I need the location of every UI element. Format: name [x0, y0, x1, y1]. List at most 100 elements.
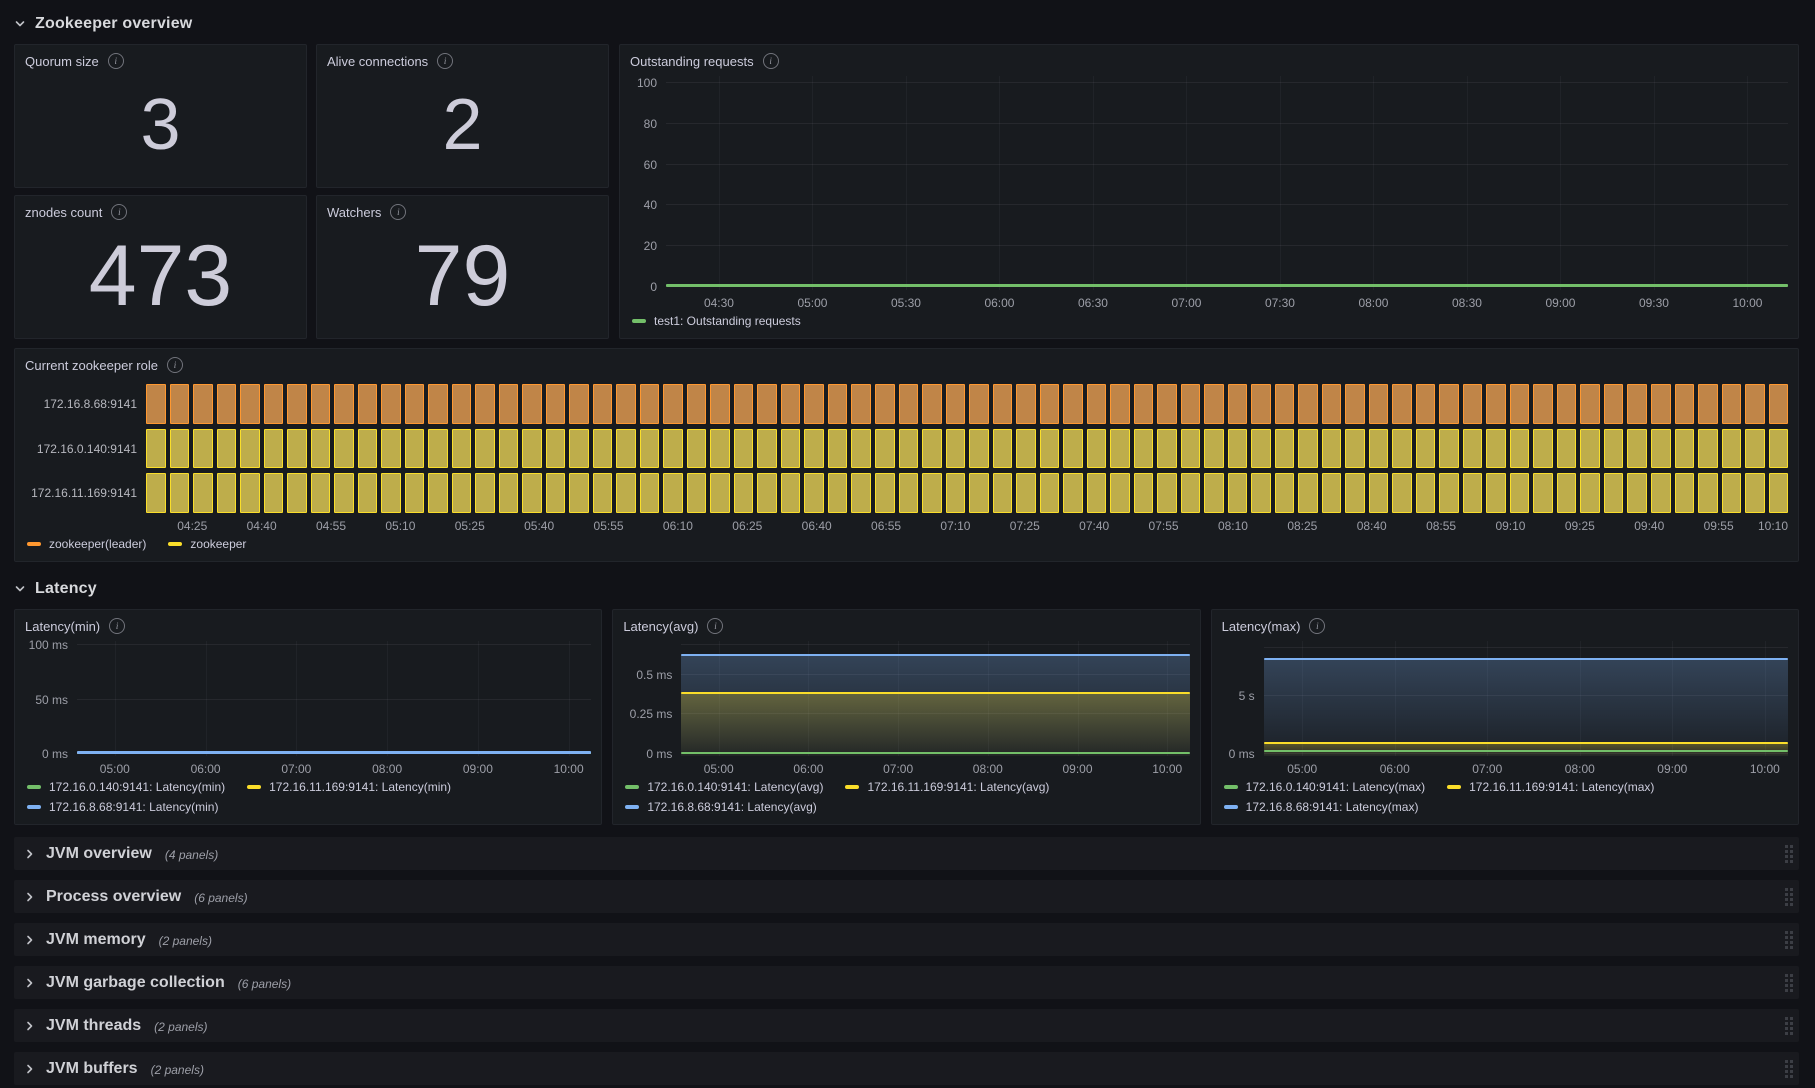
info-icon[interactable]: i: [109, 618, 126, 634]
state-bar: [1509, 428, 1530, 469]
state-bar: [945, 384, 966, 424]
row-header-latency[interactable]: Latency: [14, 577, 1799, 601]
x-tick-label: 06:00: [190, 762, 221, 776]
chart-plot-area[interactable]: [666, 76, 1788, 290]
legend-item[interactable]: 172.16.8.68:9141: Latency(max): [1223, 800, 1418, 814]
state-bar: [169, 384, 190, 424]
state-bar: [381, 428, 401, 469]
chart-plot-area[interactable]: [1263, 641, 1788, 756]
timeline-row-bars[interactable]: [146, 384, 1789, 424]
info-icon[interactable]: i: [166, 357, 183, 373]
state-bar: [945, 428, 966, 469]
legend-item[interactable]: 172.16.0.140:9141: Latency(min): [27, 780, 225, 794]
state-bar: [287, 473, 307, 514]
legend-item[interactable]: zookeeper: [168, 537, 246, 551]
info-icon[interactable]: i: [707, 618, 724, 634]
timeline-row-bars[interactable]: [146, 473, 1789, 514]
x-tick-label: 09:40: [1634, 519, 1665, 533]
panel-header[interactable]: Latency(max) i: [1212, 610, 1798, 637]
row-header-jvm-threads[interactable]: JVM threads (2 panels): [14, 1009, 1799, 1042]
panel-header[interactable]: Alive connections i: [317, 45, 608, 72]
state-bar: [1651, 473, 1671, 514]
row-header-process-overview[interactable]: Process overview (6 panels): [14, 880, 1799, 913]
panel-header[interactable]: Outstanding requests i: [620, 45, 1798, 72]
gridline-vertical: [1092, 76, 1094, 290]
x-tick-label: 05:00: [703, 762, 734, 776]
state-bar: [1227, 428, 1248, 469]
panel-znodes-count: znodes count i 473: [14, 195, 307, 339]
info-icon[interactable]: i: [437, 53, 454, 69]
state-bar: [757, 428, 777, 469]
chart-plot-area[interactable]: [681, 641, 1190, 756]
info-icon[interactable]: i: [1309, 618, 1326, 634]
row-panel-count: (2 panels): [154, 1019, 208, 1034]
x-tick-label: 09:55: [1703, 519, 1734, 533]
stat-value: 473: [88, 227, 233, 324]
row-title: Process overview: [46, 887, 182, 905]
x-tick-label: 09:10: [1495, 519, 1526, 533]
row-header-zookeeper-overview[interactable]: Zookeeper overview: [14, 12, 1799, 36]
legend-label: 172.16.11.169:9141: Latency(max): [1469, 780, 1655, 794]
drag-handle-icon[interactable]: [1785, 930, 1793, 949]
drag-handle-icon[interactable]: [1785, 973, 1793, 992]
state-bar: [1509, 384, 1530, 424]
state-bar: [1110, 384, 1130, 424]
state-bar: [428, 428, 448, 469]
legend-item[interactable]: zookeeper(leader): [27, 537, 146, 551]
legend-item[interactable]: 172.16.8.68:9141: Latency(min): [27, 800, 218, 814]
info-icon[interactable]: i: [107, 53, 124, 69]
drag-handle-icon[interactable]: [1785, 844, 1793, 863]
row-header-jvm-overview[interactable]: JVM overview (4 panels): [14, 837, 1799, 870]
legend-item[interactable]: 172.16.11.169:9141: Latency(max): [1447, 780, 1654, 794]
state-bar: [569, 473, 589, 514]
state-bar: [592, 473, 613, 514]
panel-header[interactable]: znodes count i: [15, 196, 306, 223]
panel-header[interactable]: Quorum size i: [15, 45, 306, 72]
legend-item[interactable]: test1: Outstanding requests: [632, 314, 801, 328]
legend-label: 172.16.11.169:9141: Latency(min): [269, 780, 452, 794]
info-icon[interactable]: i: [762, 53, 779, 69]
legend-item[interactable]: 172.16.0.140:9141: Latency(max): [1223, 780, 1425, 794]
state-bar: [780, 428, 801, 469]
x-tick-label: 05:30: [890, 296, 921, 310]
state-bar: [874, 384, 895, 424]
chevron-down-icon: [14, 583, 26, 595]
state-bar: [1298, 428, 1318, 469]
row-header-jvm-memory[interactable]: JVM memory (2 panels): [14, 923, 1799, 956]
timeline-row-bars[interactable]: [146, 428, 1789, 469]
state-bar: [1180, 473, 1201, 514]
drag-handle-icon[interactable]: [1785, 1016, 1793, 1035]
legend-item[interactable]: 172.16.11.169:9141: Latency(avg): [845, 780, 1049, 794]
x-tick-label: 08:25: [1287, 519, 1318, 533]
state-bar: [1486, 428, 1506, 469]
x-tick-label: 06:00: [1379, 762, 1410, 776]
panel-header[interactable]: Current zookeeper role i: [15, 349, 1798, 376]
state-bar: [1298, 473, 1318, 514]
panel-header[interactable]: Latency(avg) i: [613, 610, 1199, 637]
row-header-jvm-buffers[interactable]: JVM buffers (2 panels): [14, 1052, 1799, 1085]
state-bar: [1086, 473, 1107, 514]
x-tick-label: 09:00: [1545, 296, 1576, 310]
state-bar: [169, 428, 190, 469]
series-line: [1263, 750, 1788, 753]
series-line: [1263, 657, 1788, 660]
state-bar: [804, 428, 824, 469]
row-header-jvm-garbage-collection[interactable]: JVM garbage collection (6 panels): [14, 966, 1799, 999]
state-bar: [1016, 428, 1036, 469]
chart-plot-area[interactable]: [77, 641, 592, 756]
drag-handle-icon[interactable]: [1785, 1059, 1793, 1078]
state-bar: [1556, 473, 1577, 514]
drag-handle-icon[interactable]: [1785, 887, 1793, 906]
y-tick-label: 0 ms: [1228, 746, 1255, 761]
info-icon[interactable]: i: [111, 204, 128, 220]
panel-header[interactable]: Latency(min) i: [15, 610, 601, 637]
panel-header[interactable]: Watchers i: [317, 196, 608, 223]
legend-item[interactable]: 172.16.11.169:9141: Latency(min): [247, 780, 451, 794]
info-icon[interactable]: i: [390, 204, 407, 220]
legend-item[interactable]: 172.16.0.140:9141: Latency(avg): [625, 780, 823, 794]
legend-item[interactable]: 172.16.8.68:9141: Latency(avg): [625, 800, 817, 814]
state-bar: [545, 473, 566, 514]
